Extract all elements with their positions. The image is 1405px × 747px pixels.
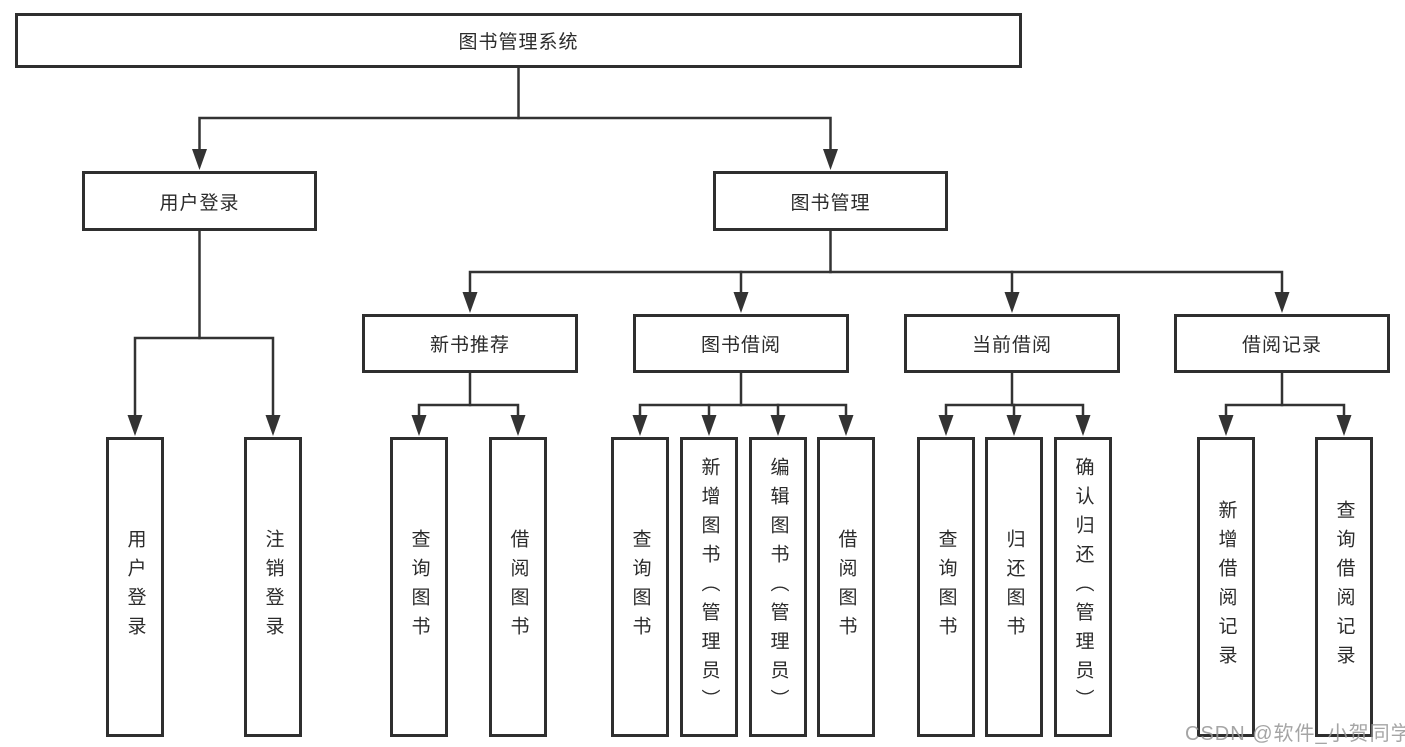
leaf-label: 用户登录	[124, 529, 146, 645]
leaf-label: 借阅图书	[507, 529, 529, 645]
node-borrow-books-leaf: 借阅图书	[817, 437, 875, 737]
leaf-label: 归还图书	[1003, 529, 1025, 645]
node-book-borrow: 图书借阅	[633, 314, 849, 373]
leaf-label: 查询图书	[408, 529, 430, 645]
watermark: CSDN @软件_小贺同学	[1185, 723, 1405, 745]
node-return-books: 归还图书	[985, 437, 1043, 737]
leaf-label: 查询图书	[935, 529, 957, 645]
leaf-label: 注销登录	[262, 529, 284, 645]
node-add-borrow-record: 新增借阅记录	[1197, 437, 1255, 737]
node-library-system: 图书管理系统	[15, 13, 1022, 68]
node-query-borrow-record: 查询借阅记录	[1315, 437, 1373, 737]
node-query-books-current: 查询图书	[917, 437, 975, 737]
leaf-label: 查询借阅记录	[1333, 500, 1355, 674]
leaf-label: 借阅图书	[835, 529, 857, 645]
node-confirm-return-admin: 确认归还（管理员）	[1054, 437, 1112, 737]
node-current-borrow: 当前借阅	[904, 314, 1120, 373]
node-new-book-recommend: 新书推荐	[362, 314, 578, 373]
node-user-login-leaf: 用户登录	[106, 437, 164, 737]
node-query-books-borrow: 查询图书	[611, 437, 669, 737]
leaf-label: 确认归还（管理员）	[1072, 456, 1094, 718]
node-add-books-admin: 新增图书（管理员）	[680, 437, 738, 737]
node-edit-books-admin: 编辑图书（管理员）	[749, 437, 807, 737]
node-borrow-records: 借阅记录	[1174, 314, 1390, 373]
arrowheads	[127, 149, 1352, 436]
leaf-label: 新增借阅记录	[1215, 500, 1237, 674]
leaf-label: 新增图书（管理员）	[698, 456, 720, 718]
leaf-label: 查询图书	[629, 529, 651, 645]
node-logout: 注销登录	[244, 437, 302, 737]
node-book-management: 图书管理	[713, 171, 948, 231]
node-query-books-recommend: 查询图书	[390, 437, 448, 737]
node-user-login: 用户登录	[82, 171, 317, 231]
leaf-label: 编辑图书（管理员）	[767, 456, 789, 718]
node-borrow-books-recommend: 借阅图书	[489, 437, 547, 737]
